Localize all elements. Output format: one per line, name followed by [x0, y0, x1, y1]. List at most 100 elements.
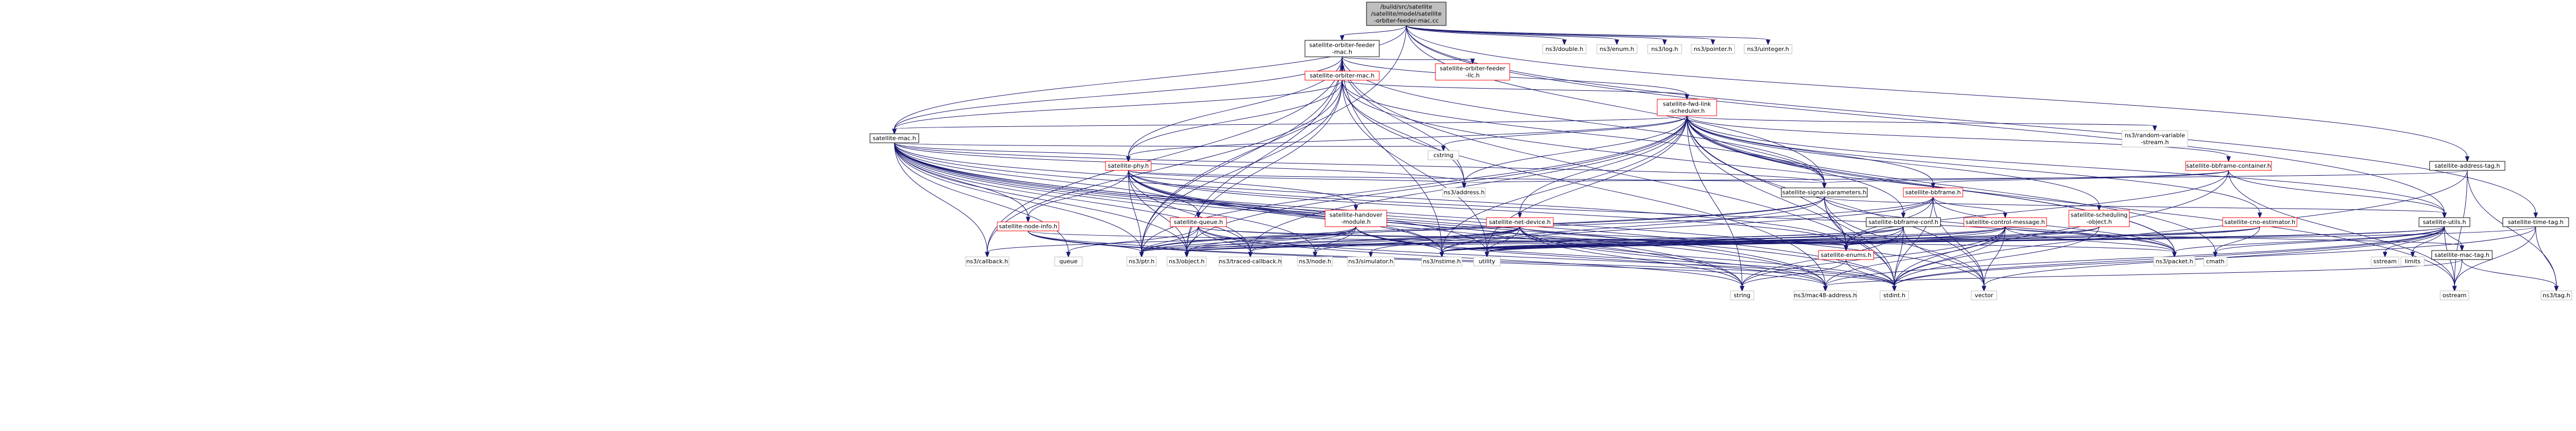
edge-bbcont_h-to-utils_h [2228, 170, 2447, 219]
edge-bbcont_h-to-sigparams_h [1822, 170, 2229, 189]
edge-mac_h-to-queue_h [894, 142, 1201, 219]
node-mactag-h[interactable]: satellite-mac-tag.h [2431, 250, 2493, 260]
node-string: string [1730, 290, 1754, 300]
node-box [1486, 217, 1554, 227]
node-label-line: queue [1059, 258, 1078, 265]
node-box [1542, 44, 1587, 54]
edge-bbcont_h-to-ostream [2228, 170, 2457, 292]
node-omac-h[interactable]: satellite-orbiter-mac.h [1304, 71, 1380, 81]
edge-fwdsched_h-to-schedobj_h [1686, 115, 2102, 211]
edge-bbcont_h-to-bbframe_h [1930, 170, 2229, 189]
edge-mac_h-to-sigparams_h [894, 142, 1827, 189]
node-box [1428, 150, 1459, 160]
node-box [2440, 290, 2469, 300]
node-box [1818, 250, 1874, 260]
node-label-line: ns3/double.h [1545, 46, 1583, 53]
node-schedobj-h[interactable]: satellite-scheduling-object.h [2068, 210, 2130, 227]
node-utils-h[interactable]: satellite-utils.h [2418, 217, 2470, 227]
node-box [1126, 256, 1157, 266]
node-box [2222, 217, 2297, 227]
node-label-line: ns3/nstime.h [1423, 258, 1460, 265]
node-box [2502, 217, 2569, 227]
node-enums-h[interactable]: satellite-enums.h [1818, 250, 1874, 260]
node-label-line: satellite-bbframe-container.h [2186, 162, 2271, 169]
edge-ofmac_h-to-mac_h [892, 56, 1343, 135]
node-label-line: ns3/uinteger.h [1747, 46, 1789, 53]
node-bbcont-h[interactable]: satellite-bbframe-container.h [2185, 161, 2272, 171]
node-ofmac-h[interactable]: satellite-orbiter-feeder-mac.h [1304, 40, 1380, 57]
edge-mac_h-to-nstime_h [894, 142, 1444, 258]
node-addrtag-h[interactable]: satellite-address-tag.h [2429, 161, 2505, 171]
node-label-line: ns3/ptr.h [1129, 258, 1155, 265]
node-label-line: limits [2405, 258, 2421, 265]
node-label-line: /build/src/satellite [1380, 4, 1432, 11]
edge-queue_h-to-queue [1066, 226, 1199, 258]
node-mac-h[interactable]: satellite-mac.h [869, 133, 919, 143]
edge-root-to-uinteger_h [1406, 25, 1771, 46]
node-fwdsched-h[interactable]: satellite-fwd-link-scheduler.h [1657, 99, 1717, 116]
node-label-line: ns3/traced-callback.h [1219, 258, 1282, 265]
edge-fwdsched_h-to-netdev_h [1517, 115, 1687, 219]
edge-utils_h-to-enums_h [1843, 226, 2445, 252]
node-vector: vector [1971, 290, 1997, 300]
node-box [997, 221, 1059, 231]
node-box [1647, 44, 1682, 54]
node-root: /build/src/satellite/satellite/model/sat… [1366, 2, 1447, 26]
node-box [1596, 44, 1638, 54]
edge-addrtag_h-to-stdint_h [1892, 170, 2468, 292]
node-stdint-h: stdint.h [1879, 290, 1909, 300]
edge-timetag_h-to-nstime_h [1439, 226, 2536, 258]
node-packet-h: ns3/packet.h [2153, 256, 2196, 266]
node-phy-h[interactable]: satellite-phy.h [1105, 161, 1152, 171]
node-ctrlmsg-h[interactable]: satellite-control-message.h [1963, 217, 2047, 227]
node-nodeinfo-h[interactable]: satellite-node-info.h [997, 221, 1059, 231]
node-log-h: ns3/log.h [1647, 44, 1682, 54]
node-label-line: satellite-time-tag.h [2508, 219, 2563, 226]
edge-fwdsched_h-to-bbconf_h [1686, 115, 1906, 219]
edge-mac_h-to-handover_h [894, 142, 1359, 211]
node-box [2400, 256, 2425, 266]
node-label-line: ns3/random-variable [2125, 132, 2185, 139]
edge-root-to-timetag_h [1406, 25, 2538, 219]
edge-phy_h-to-nodeinfo_h [1025, 170, 1129, 223]
node-box [2068, 210, 2130, 227]
node-queue-h[interactable]: satellite-queue.h [1170, 217, 1227, 227]
node-bbframe-h[interactable]: satellite-bbframe.h [1903, 187, 1963, 197]
node-sigparams-h[interactable]: satellite-signal-parameters.h [1781, 187, 1868, 197]
node-box [1297, 256, 1333, 266]
edge-addrtag_h-to-ostream [2452, 170, 2468, 292]
node-tag-h: ns3/tag.h [2540, 290, 2572, 300]
node-label-line: satellite-mac.h [873, 135, 916, 142]
node-box [1170, 217, 1227, 227]
node-label-line: satellite-cno-estimator.h [2224, 219, 2295, 226]
node-label-line: sstream [2373, 258, 2397, 265]
node-oflls-h[interactable]: satellite-orbiter-feeder-llc.h [1435, 63, 1510, 81]
edge-fwdsched_h-to-mac_h [892, 115, 1687, 135]
edge-bbframe_h-to-vector [1933, 196, 1987, 292]
node-label-line: satellite-enums.h [1821, 252, 1871, 258]
node-label-line: ostream [2442, 292, 2466, 299]
node-nstime-h: ns3/nstime.h [1421, 256, 1463, 266]
node-label-line: cstring [1433, 152, 1454, 159]
node-box [1903, 187, 1963, 197]
node-box [1744, 44, 1792, 54]
node-box [965, 256, 1009, 266]
node-netdev-h[interactable]: satellite-net-device.h [1486, 217, 1554, 227]
node-handover-h[interactable]: satellite-handover-module.h [1325, 210, 1387, 227]
node-timetag-h[interactable]: satellite-time-tag.h [2502, 217, 2569, 227]
edge-mac_h-to-cstring [894, 142, 1446, 152]
node-box [1657, 99, 1717, 116]
edge-root-to-log_h [1406, 25, 1667, 46]
node-bbconf-h[interactable]: satellite-bbframe-conf.h [1866, 217, 1941, 227]
edge-handover_h-to-callback_h [985, 226, 1356, 258]
node-cnoest-h[interactable]: satellite-cno-estimator.h [2222, 217, 2297, 227]
node-randvar-h: ns3/random-variable-stream.h [2121, 130, 2188, 148]
edge-sigparams_h-to-utils_h [1824, 196, 2447, 219]
edge-fwdsched_h-to-cnoest_h [1686, 115, 2262, 219]
node-label-line: satellite-mac-tag.h [2434, 252, 2490, 258]
node-box [1167, 256, 1207, 266]
edge-fwdsched_h-to-randvar_h [1686, 115, 2157, 132]
edge-netdev_h-to-node_h [1312, 226, 1520, 258]
edge-mac_h-to-vector [894, 142, 1987, 292]
